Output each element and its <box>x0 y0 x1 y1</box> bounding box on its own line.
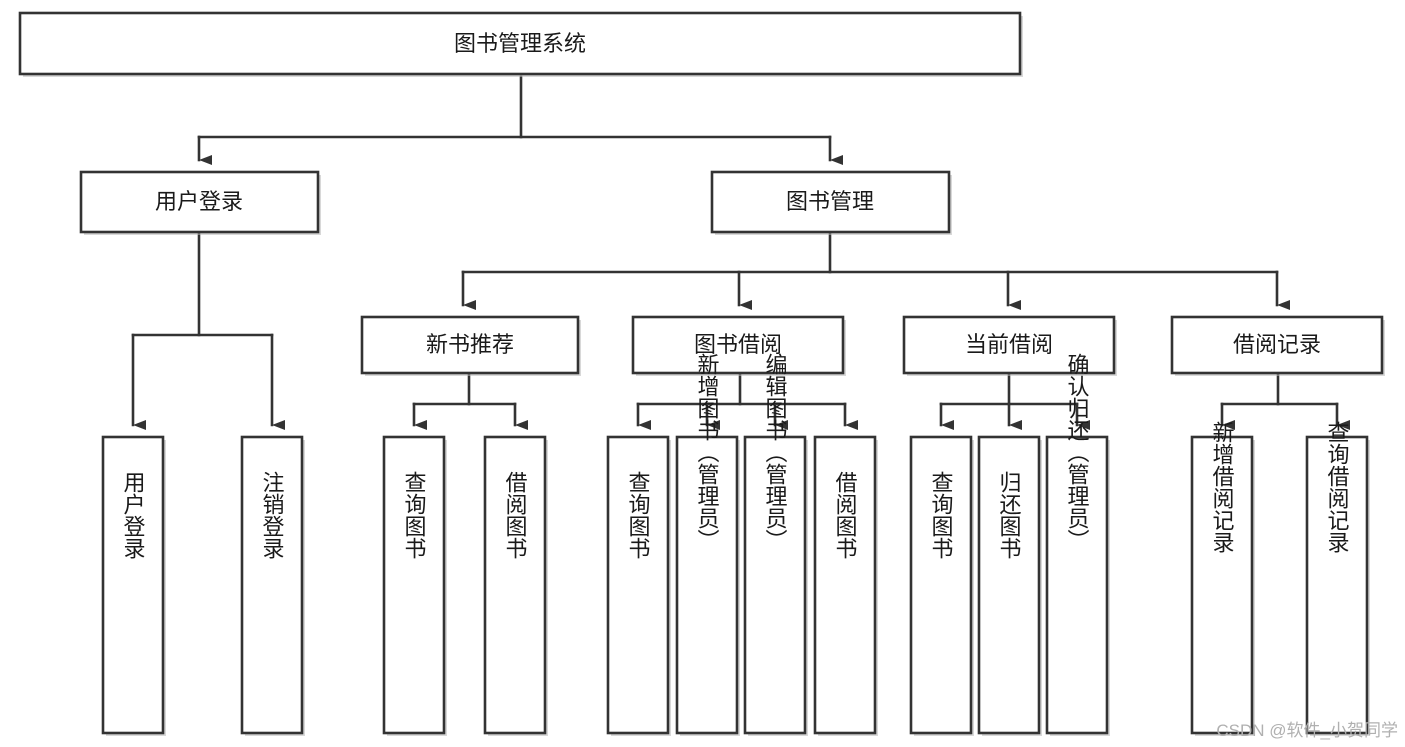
node-leaf-query-book-2-box <box>606 435 670 735</box>
node-leaf-query-book-1-box <box>382 435 446 735</box>
node-leaf-user-login-box <box>101 435 165 735</box>
node-new-book-rec-box <box>360 315 580 375</box>
node-borrow-record-label: 借阅记录 <box>1233 332 1321 357</box>
node-leaf-add-record[interactable]: 新增借阅记录 <box>1190 421 1255 736</box>
csdn-watermark: CSDN @软件_小贺同学 <box>1216 721 1398 740</box>
node-borrow-record-box <box>1170 315 1384 375</box>
node-leaf-borrow-book-2-label: 借阅图书 <box>833 471 858 559</box>
node-leaf-query-record[interactable]: 查询借阅记录 <box>1305 421 1370 736</box>
node-leaf-query-record-box <box>1305 435 1369 735</box>
node-user-login[interactable]: 用户登录 <box>79 170 321 235</box>
node-book-borrow[interactable]: 图书借阅 <box>631 315 846 376</box>
node-leaf-query-book-2-label: 查询图书 <box>626 471 651 559</box>
node-leaf-borrow-book-2[interactable]: 借阅图书 <box>813 435 878 736</box>
node-root-label: 图书管理系统 <box>454 31 586 56</box>
node-leaf-query-book-1[interactable]: 查询图书 <box>382 435 447 736</box>
node-current-borrow-box <box>902 315 1116 375</box>
node-borrow-record[interactable]: 借阅记录 <box>1170 315 1385 376</box>
node-leaf-logout[interactable]: 注销登录 <box>240 435 305 736</box>
node-root[interactable]: 图书管理系统 <box>18 11 1023 77</box>
node-current-borrow-label: 当前借阅 <box>965 332 1053 357</box>
node-leaf-add-book-box <box>675 435 739 735</box>
node-leaf-add-book-label: 新增图书（管理员） <box>695 353 720 551</box>
node-leaf-logout-box <box>240 435 304 735</box>
node-leaf-edit-book-label: 编辑图书（管理员） <box>763 353 788 551</box>
node-user-login-box <box>79 170 320 234</box>
node-leaf-user-login-label: 用户登录 <box>121 471 146 559</box>
node-book-manage-label: 图书管理 <box>786 189 874 214</box>
node-user-login-label: 用户登录 <box>155 189 243 214</box>
node-leaf-logout-label: 注销登录 <box>260 471 285 559</box>
node-leaf-return-book[interactable]: 归还图书 <box>977 435 1042 736</box>
node-book-manage-box <box>710 170 951 234</box>
node-leaf-borrow-book-1[interactable]: 借阅图书 <box>483 435 548 736</box>
node-book-borrow-box <box>631 315 845 375</box>
node-leaf-edit-book-box <box>743 435 807 735</box>
connector-layer <box>131 75 1350 430</box>
node-leaf-edit-book[interactable]: 编辑图书（管理员） <box>743 353 808 736</box>
node-leaf-query-book-3[interactable]: 查询图书 <box>909 435 974 736</box>
node-leaf-query-book-2[interactable]: 查询图书 <box>606 435 671 736</box>
node-leaf-query-record-label: 查询借阅记录 <box>1325 421 1350 553</box>
node-root-box <box>18 11 1022 76</box>
node-leaf-return-book-box <box>977 435 1041 735</box>
node-leaf-add-book[interactable]: 新增图书（管理员） <box>675 353 740 736</box>
node-new-book-rec-label: 新书推荐 <box>426 332 514 357</box>
node-book-borrow-label: 图书借阅 <box>694 332 782 357</box>
node-leaf-return-book-label: 归还图书 <box>997 471 1022 559</box>
node-leaf-add-record-label: 新增借阅记录 <box>1210 421 1235 553</box>
node-leaf-query-book-1-label: 查询图书 <box>402 471 427 559</box>
node-leaf-borrow-book-1-box <box>483 435 547 735</box>
node-leaf-borrow-book-1-label: 借阅图书 <box>503 471 528 559</box>
node-new-book-rec[interactable]: 新书推荐 <box>360 315 581 376</box>
node-leaf-confirm-return[interactable]: 确认归还（管理员） <box>1045 353 1110 736</box>
node-book-manage[interactable]: 图书管理 <box>710 170 952 235</box>
node-leaf-confirm-return-label: 确认归还（管理员） <box>1065 353 1090 551</box>
node-leaf-borrow-book-2-box <box>813 435 877 735</box>
node-current-borrow[interactable]: 当前借阅 <box>902 315 1117 376</box>
node-leaf-confirm-return-box <box>1045 435 1109 735</box>
node-leaf-add-record-box <box>1190 435 1254 735</box>
node-leaf-user-login[interactable]: 用户登录 <box>101 435 166 736</box>
node-leaf-query-book-3-label: 查询图书 <box>929 471 954 559</box>
node-leaf-query-book-3-box <box>909 435 973 735</box>
